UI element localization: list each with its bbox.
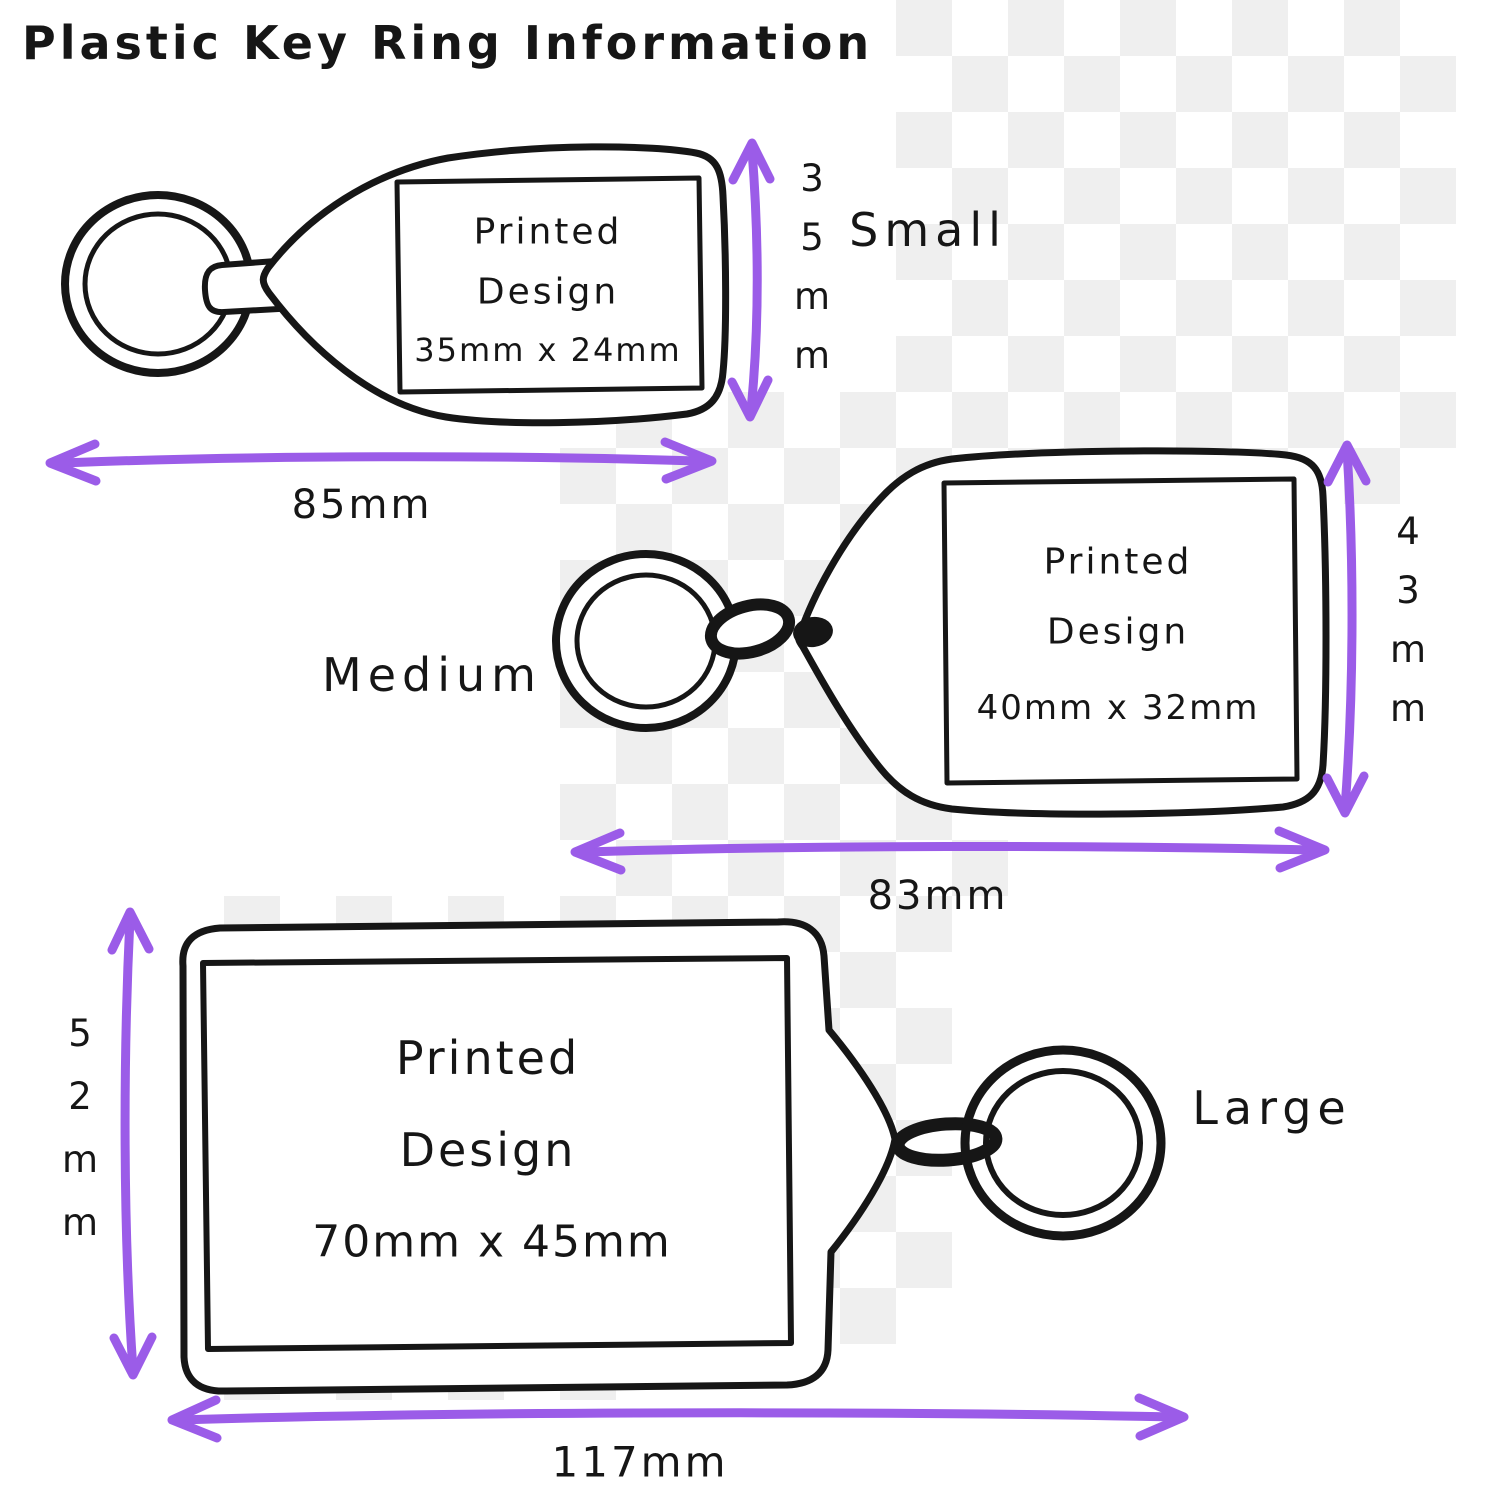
medium-design-size: 40mm x 32mm [976,688,1260,728]
medium-link [704,598,796,660]
small-design-line2: Design [476,271,620,313]
large-ring-inner [983,1068,1143,1218]
small-width-label: 85mm [291,482,433,528]
medium-size-name: Medium [322,648,542,702]
small-width-arrow [45,437,717,486]
medium-keyring-illustration [552,447,1330,818]
small-design-size: 35mm x 24mm [414,331,682,369]
large-size-name: Large [1192,1081,1352,1135]
large-width-label: 117mm [551,1437,729,1487]
medium-height-label: 43mm [1386,510,1430,746]
small-height-arrow [727,138,775,422]
medium-print-area [941,476,1300,786]
small-design-line1: Printed [473,211,623,253]
medium-body [795,447,1330,818]
large-height-arrow [107,907,157,1380]
large-width-arrow [167,1393,1189,1443]
small-size-name: Small [849,203,1007,257]
medium-width-label: 83mm [867,873,1009,919]
large-design-size: 70mm x 45mm [312,1216,672,1268]
large-ring-outer [960,1045,1166,1241]
small-height-label: 35mm [790,157,834,393]
large-keyring-illustration [179,918,1166,1395]
large-design-line1: Printed [395,1031,581,1085]
medium-design-line2: Design [1046,611,1190,653]
small-body [259,143,730,427]
large-link [891,1117,1003,1167]
medium-tab-hole [793,616,833,648]
large-design-line2: Design [399,1123,577,1177]
page-title: Plastic Key Ring Information [22,16,874,70]
medium-design-line1: Printed [1043,541,1193,583]
small-print-area [394,175,705,395]
medium-width-arrow [570,826,1330,875]
large-height-label: 52mm [58,1012,102,1264]
large-print-area [200,955,794,1352]
medium-height-arrow [1322,440,1371,818]
small-keyring-illustration [61,143,730,427]
